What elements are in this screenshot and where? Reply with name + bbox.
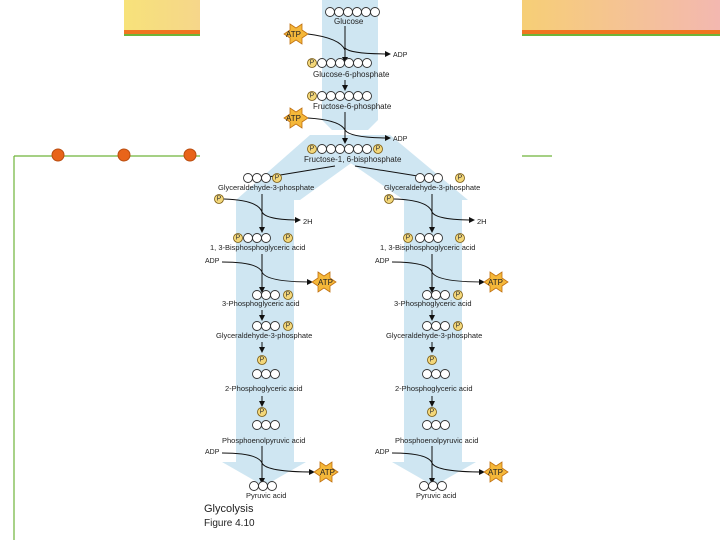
atp-label-4: ATP bbox=[320, 468, 335, 477]
phosphate-f16bp-left bbox=[307, 144, 317, 154]
atp-burst-5 bbox=[483, 271, 509, 293]
pep-label-right: Phosphoenolpyruvic acid bbox=[395, 436, 478, 445]
caption-title: Glycolysis bbox=[204, 503, 254, 515]
adp-arrow-2 bbox=[344, 129, 391, 141]
pyruvate-label-left: Pyruvic acid bbox=[246, 491, 286, 500]
right-branch: P Glyceraldehyde-3-phosphate P 2H P P 1,… bbox=[375, 173, 509, 500]
g6p-label: Glucose-6-phosphate bbox=[313, 70, 390, 79]
gly3p-label-left: Glyceraldehyde-3-phosphate bbox=[216, 331, 312, 340]
adp-label-5: ADP bbox=[375, 258, 390, 265]
svg-text:P: P bbox=[275, 175, 280, 182]
bullet-dot-2 bbox=[117, 148, 131, 162]
atp-burst-4 bbox=[313, 461, 339, 483]
trunk-steps: Glucose ATP ADP P Glucose-6-phosphate P bbox=[261, 7, 431, 181]
atp-burst-1 bbox=[283, 23, 309, 45]
pep-molecule-right bbox=[422, 420, 450, 430]
atp-burst-6 bbox=[483, 461, 509, 483]
pga2-molecule-right bbox=[422, 369, 450, 379]
svg-text:P: P bbox=[310, 93, 315, 100]
glucose-label: Glucose bbox=[334, 17, 364, 26]
2h-label-left: 2H bbox=[303, 217, 313, 226]
pga3-molecule-left: P bbox=[252, 290, 293, 300]
g3p-label-left: Glyceraldehyde-3-phosphate bbox=[218, 183, 314, 192]
svg-text:P: P bbox=[286, 292, 291, 299]
pga3-label-left: 3-Phosphoglyceric acid bbox=[222, 299, 300, 308]
svg-text:P: P bbox=[260, 357, 265, 364]
f16bp-label: Fructose-1, 6-bisphosphate bbox=[304, 155, 402, 164]
atp-label-1: ATP bbox=[286, 30, 301, 39]
left-branch: P Glyceraldehyde-3-phosphate P 2H P P 1,… bbox=[205, 173, 339, 500]
adp-label-1: ADP bbox=[393, 52, 408, 59]
svg-text:P: P bbox=[387, 196, 392, 203]
svg-text:P: P bbox=[458, 175, 463, 182]
pga3-molecule-right: P bbox=[422, 290, 463, 300]
g3p-label-right: Glyceraldehyde-3-phosphate bbox=[384, 183, 480, 192]
gly3p-molecule-right: P bbox=[422, 321, 463, 331]
g3p-molecule-left: P bbox=[243, 173, 282, 183]
bullet-dot-1 bbox=[51, 148, 65, 162]
svg-text:P: P bbox=[456, 292, 461, 299]
phosphate-g6p bbox=[307, 58, 317, 68]
atp-label-6: ATP bbox=[488, 468, 503, 477]
phosphate-in-left bbox=[214, 194, 224, 204]
svg-text:P: P bbox=[236, 235, 241, 242]
atp-label-3: ATP bbox=[318, 278, 333, 287]
glycolysis-figure: Glucose ATP ADP P Glucose-6-phosphate P bbox=[200, 0, 522, 540]
bpg-molecule-right bbox=[415, 233, 443, 243]
svg-text:P: P bbox=[310, 60, 315, 67]
bullet-dot-3 bbox=[183, 148, 197, 162]
svg-text:P: P bbox=[430, 409, 435, 416]
bpg-label-right: 1, 3-Bisphosphoglyceric acid bbox=[380, 243, 475, 252]
atp-burst-3 bbox=[311, 271, 337, 293]
f6p-molecule bbox=[317, 91, 372, 101]
pga3-label-right: 3-Phosphoglyceric acid bbox=[394, 299, 472, 308]
svg-text:P: P bbox=[260, 409, 265, 416]
atp-arrow-2 bbox=[307, 117, 346, 131]
adp-arrow-1 bbox=[344, 47, 391, 57]
pyruvate-label-right: Pyruvic acid bbox=[416, 491, 456, 500]
svg-text:P: P bbox=[458, 235, 463, 242]
svg-text:P: P bbox=[376, 146, 381, 153]
atp-label-5: ATP bbox=[488, 278, 503, 287]
gly3p-label-right: Glyceraldehyde-3-phosphate bbox=[386, 331, 482, 340]
adp-label-2: ADP bbox=[393, 136, 408, 143]
adp-label-4: ADP bbox=[205, 449, 220, 456]
bpg-molecule-left bbox=[243, 233, 271, 243]
adp-label-3: ADP bbox=[205, 258, 220, 265]
svg-text:P: P bbox=[456, 323, 461, 330]
pga2-label-left: 2-Phosphoglyceric acid bbox=[225, 384, 303, 393]
pga2-label-right: 2-Phosphoglyceric acid bbox=[395, 384, 473, 393]
f6p-label: Fructose-6-phosphate bbox=[313, 102, 392, 111]
svg-text:P: P bbox=[406, 235, 411, 242]
g6p-molecule bbox=[317, 58, 372, 68]
2h-label-right: 2H bbox=[477, 217, 487, 226]
phosphate-in-right bbox=[384, 194, 394, 204]
svg-text:P: P bbox=[430, 357, 435, 364]
pep-molecule-left bbox=[252, 420, 280, 430]
phosphate-f6p bbox=[307, 91, 317, 101]
phosphate-f16bp-right bbox=[373, 144, 383, 154]
bpg-label-left: 1, 3-Bisphosphoglyceric acid bbox=[210, 243, 305, 252]
pga2-molecule-left bbox=[252, 369, 280, 379]
pyruvate-molecule-left bbox=[249, 481, 277, 491]
flow-background bbox=[222, 0, 476, 486]
gly3p-molecule-left: P bbox=[252, 321, 293, 331]
pep-label-left: Phosphoenolpyruvic acid bbox=[222, 436, 305, 445]
atp-arrow-1 bbox=[307, 33, 346, 51]
svg-text:P: P bbox=[310, 146, 315, 153]
pyruvate-molecule-right bbox=[419, 481, 447, 491]
svg-text:P: P bbox=[286, 323, 291, 330]
g3p-molecule-right: P bbox=[415, 173, 465, 183]
svg-text:P: P bbox=[286, 235, 291, 242]
adp-label-6: ADP bbox=[375, 449, 390, 456]
atp-burst-2 bbox=[283, 107, 309, 129]
caption-figure: Figure 4.10 bbox=[204, 518, 255, 529]
atp-label-2: ATP bbox=[286, 114, 301, 123]
svg-text:P: P bbox=[217, 196, 222, 203]
f16bp-molecule bbox=[317, 144, 372, 154]
glucose-molecule bbox=[325, 7, 380, 17]
